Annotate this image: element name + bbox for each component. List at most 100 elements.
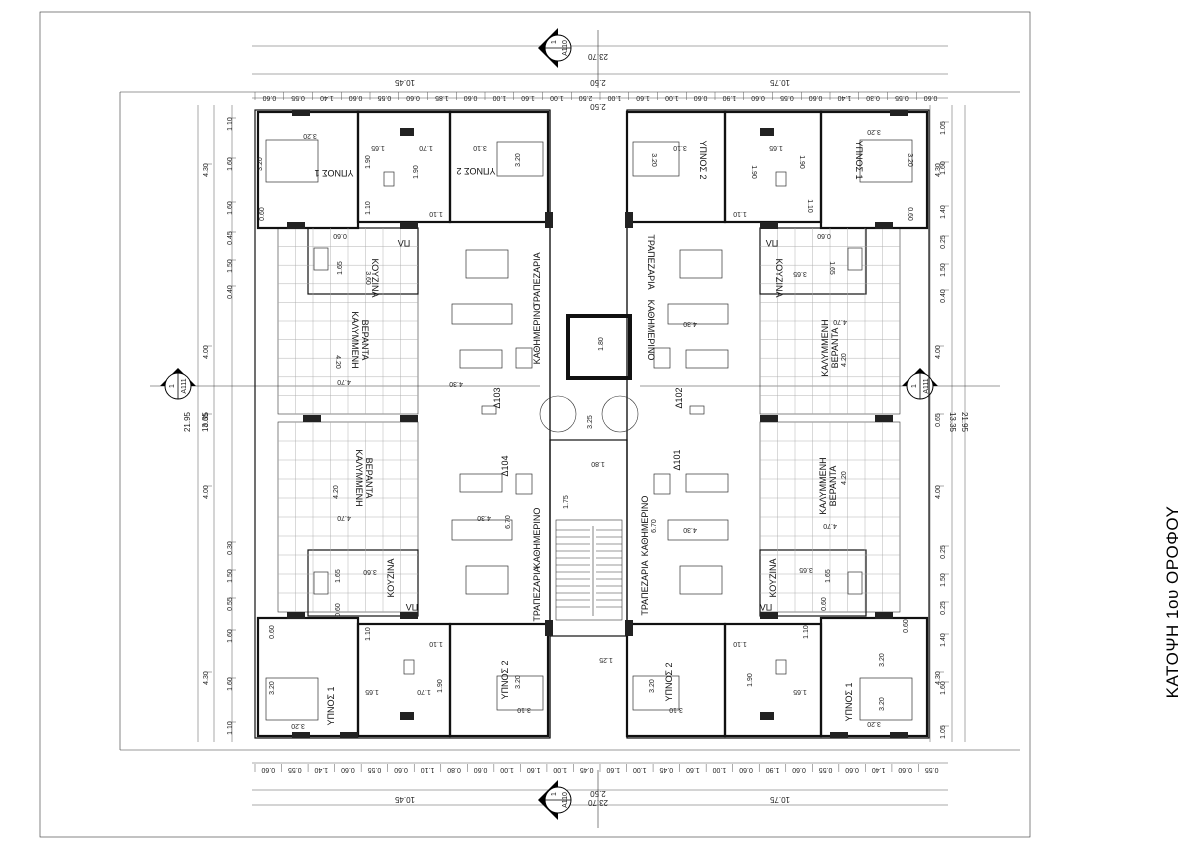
label-bed1-tr: ΥΠΝΟΣ 1: [854, 140, 864, 179]
d-vw-tr: 4.70: [833, 318, 847, 325]
d-bath-h-br: 1.90: [747, 673, 754, 687]
dim-left-inner: 1.50: [227, 569, 234, 583]
dim-top-segment: 1.00: [492, 94, 506, 101]
dim-overall-height-right: 21.95: [960, 412, 969, 433]
d-bath-a-br: 1.65: [793, 688, 807, 695]
left-outer-dims: 4.304.000.654.004.30: [203, 163, 212, 685]
d-vh-tr: 4.20: [841, 353, 848, 367]
bed: [496, 675, 544, 711]
dim-bottom-segment: 1.00: [712, 766, 726, 773]
room-labels: ΥΠΝΟΣ 1 ΥΠΝΟΣ 2 ΚΟΥΖΙΝΑ ΠΛ ΤΡΑΠΕΖΑΡΙΑ ΚΑ…: [314, 140, 864, 725]
sink: [313, 571, 329, 595]
dim-right-outer: 4.00: [935, 345, 942, 359]
dim-right-inner: 0.25: [940, 601, 947, 615]
dim-bottom-segment: 0.60: [792, 766, 806, 773]
d-bed2-w-tl: 3.10: [473, 144, 487, 151]
dim-bottom-segment: 0.60: [261, 766, 275, 773]
d-bath-h-bl: 1.90: [437, 679, 444, 693]
label-bed2-br: ΥΠΝΟΣ 2: [664, 662, 674, 701]
dim-bottom-segment: 0.55: [819, 766, 833, 773]
label-veranda1-tr: ΚΑΛΥΜΜΕΝΗ: [820, 319, 830, 376]
bed: [859, 677, 913, 721]
interior-dims: 3.20 3.20 0.60 1.65 1.70 1.90 1.90 1.10 …: [257, 128, 913, 729]
dim-top-segment: 0.60: [349, 94, 363, 101]
d-bath-b-bl: 1.70: [417, 688, 431, 695]
d-vh-br: 4.20: [841, 471, 848, 485]
d-core-top: 1.80: [598, 337, 605, 351]
coffee-table: [459, 349, 503, 369]
label-closet-tl: ΠΛ: [398, 238, 411, 248]
dim-right-inner: 1.50: [940, 263, 947, 277]
bottom-dimension-text: 23.70 10.45 2.50 10.75: [394, 789, 790, 807]
dim-left-inner: 1.50: [227, 259, 234, 273]
armchair: [653, 473, 671, 495]
dim-left-inner: 0.45: [227, 231, 234, 245]
dim-top-segment: 1.60: [636, 94, 650, 101]
d-bed1-w-bl: 3.20: [291, 722, 305, 729]
label-unit-101: Δ101: [672, 449, 682, 470]
d-small-h-tr: 1.10: [806, 199, 813, 213]
d-kw-bl: 3.60: [363, 568, 377, 575]
coffee-table: [459, 473, 503, 493]
dim-bottom-segment: 1.00: [633, 766, 647, 773]
sofa: [451, 303, 513, 325]
dim-bottom-segment: 0.45: [659, 766, 673, 773]
dim-bottom-segment: 0.60: [739, 766, 753, 773]
dim-right-width-bottom: 10.75: [769, 795, 790, 804]
dim-top-segment: 1.90: [722, 94, 736, 101]
d-bed2-h-bl: 3.20: [515, 675, 522, 689]
label-kitchen-bl: ΚΟΥΖΙΝΑ: [386, 559, 396, 598]
section-num-left: 1: [169, 384, 176, 388]
label-veranda2-tr: ΒΕΡΑΝΤΑ: [830, 328, 840, 369]
d-vw-tl: 4.70: [337, 378, 351, 385]
label-veranda1-bl: ΚΑΛΥΜΜΕΝΗ: [354, 449, 364, 506]
top-dimension-text: 23.70 10.45 2.50 10.75 2.50: [394, 52, 790, 111]
dim-bottom-segment: 0.60: [474, 766, 488, 773]
coffee-table: [685, 349, 729, 369]
section-num-top: 1: [551, 40, 558, 44]
dim-bottom-segment: 1.60: [606, 766, 620, 773]
d-kh-tl: 1.65: [337, 261, 344, 275]
dim-bottom-segment: 0.55: [925, 766, 939, 773]
dining-table: [465, 565, 509, 595]
dim-core-width-b: 2.50: [590, 102, 606, 111]
furniture: [265, 139, 913, 721]
d-bath-a-bl: 1.65: [365, 688, 379, 695]
d-small-w-tr: 0.60: [906, 207, 913, 221]
d-stair: 1.75: [563, 495, 570, 509]
dim-left-inner: 1.10: [227, 117, 234, 131]
d-kh-br: 1.65: [825, 569, 832, 583]
dim-top-segment: 0.60: [464, 94, 478, 101]
dim-right-inner: 0.25: [940, 235, 947, 249]
door-leaf: [689, 405, 705, 415]
dim-top-segment: 2.50: [579, 94, 593, 101]
stair-treads: [555, 519, 623, 621]
d-bed1-h-tr: 3.20: [906, 153, 913, 167]
d-lw-bl: 4.30: [477, 514, 491, 521]
structural-columns: [287, 110, 908, 738]
dim-top-segment: 0.55: [377, 94, 391, 101]
dim-bottom-segment: 0.55: [367, 766, 381, 773]
d-bath-h2-tr: 1.90: [798, 155, 805, 169]
dim-top-segment: 1.85: [435, 94, 449, 101]
d-bed2-w-br: 3.10: [669, 706, 683, 713]
d-vh-bl: 4.20: [333, 485, 340, 499]
label-dining-br: ΤΡΑΠΕΖΑΡΙΑ: [640, 560, 650, 615]
d-kcab-br: 0.60: [821, 597, 828, 611]
label-unit-104: Δ104: [500, 455, 510, 476]
dim-top-segment: 0.30: [866, 94, 880, 101]
dim-top-segment: 1.00: [550, 94, 564, 101]
dim-bottom-segment: 1.60: [686, 766, 700, 773]
sink: [847, 571, 863, 595]
d-bed2-h-tl: 3.20: [515, 153, 522, 167]
dim-right-inner: 1.60: [940, 161, 947, 175]
dim-top-segment: 0.60: [809, 94, 823, 101]
label-kitchen-tr: ΚΟΥΖΙΝΑ: [774, 259, 784, 298]
label-dining-tl: ΤΡΑΠΕΖΑΡΙΑ: [532, 252, 542, 307]
armchair: [515, 347, 533, 369]
label-closet-tr: ΠΛ: [766, 238, 779, 248]
d-hall-br: 1.10: [733, 640, 747, 647]
dim-left-inner: 1.60: [227, 677, 234, 691]
section-ref-right: A111: [923, 378, 930, 393]
